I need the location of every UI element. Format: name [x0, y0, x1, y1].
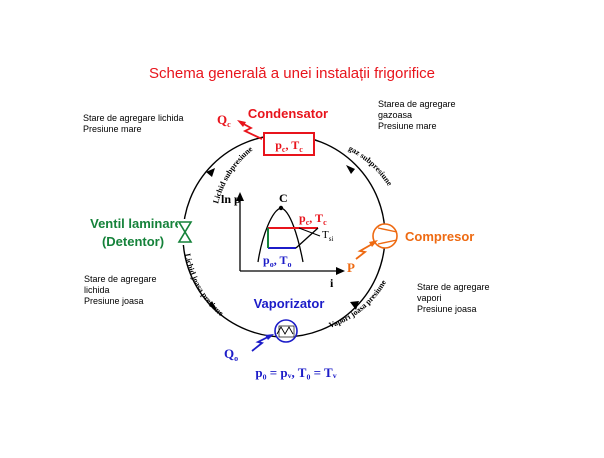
condensator-label: Condensator [248, 106, 328, 121]
compresor-power-arrow [355, 242, 375, 260]
tsi-label: Tsi [322, 229, 333, 243]
ventil-label-line2: (Detentor) [102, 234, 164, 249]
condensator-box [263, 132, 315, 156]
isotherm-line [298, 227, 321, 237]
arrow-bottom-right [350, 301, 359, 310]
svg-text:vapori: vapori [417, 293, 442, 303]
svg-text:Presiune joasa: Presiune joasa [417, 304, 477, 314]
critical-point-label: C [279, 191, 288, 205]
svg-text:Starea de agregare: Starea de agregare [378, 99, 456, 109]
state-top-left: Stare de agregare lichida Presiune mare [83, 113, 184, 134]
arc-label-top-right: gaz subpresiune [347, 144, 394, 188]
critical-point [278, 205, 284, 211]
vaporizator-label: Vaporizator [254, 296, 325, 311]
compresor: Compresor P [347, 223, 474, 275]
ventil: Ventil laminare (Detentor) [90, 216, 193, 249]
state-top-right: Starea de agregare gazoasa Presiune mare [378, 99, 456, 131]
svg-text:Presiune joasa: Presiune joasa [84, 296, 144, 306]
svg-text:gazoasa: gazoasa [378, 110, 412, 120]
lnp-y-axis-label: ln p [221, 192, 241, 206]
arrow-top-left [206, 168, 215, 177]
ventil-label-line1: Ventil laminare [90, 216, 182, 231]
lnp-i-diagram: ln p i C pc, Tc Tsi po, To [221, 191, 345, 290]
svg-text:Stare de agregare: Stare de agregare [417, 282, 490, 292]
high-pressure-label: pc, Tc [299, 211, 327, 227]
ventil-valve-icon [177, 221, 193, 243]
svg-text:lichida: lichida [84, 285, 110, 295]
state-bottom-left: Stare de agregare lichida Presiune joasa [84, 274, 157, 306]
svg-text:Stare de agregare lichida: Stare de agregare lichida [83, 113, 184, 123]
low-pressure-label: po, To [263, 253, 292, 269]
condensator-heat-arrowhead [237, 120, 246, 127]
vaporizator: Vaporizator Qo p₀ = pᵥ, T₀ = Tᵥ [224, 296, 337, 380]
lnp-x-axis-label: i [330, 276, 334, 290]
compresor-label: Compresor [405, 229, 474, 244]
vaporizator-heat-arrow [251, 335, 271, 352]
vaporizator-equation: p₀ = pᵥ, T₀ = Tᵥ [255, 365, 336, 380]
condensator-box-label: pc, Tc [275, 138, 303, 154]
compresor-icon [372, 223, 398, 249]
svg-text:Presiune mare: Presiune mare [378, 121, 437, 131]
condensator: Condensator pc, Tc Qc [217, 106, 328, 156]
condensator-heat-arrow [239, 121, 263, 140]
svg-text:Presiune mare: Presiune mare [83, 124, 142, 134]
arrow-top-right [346, 165, 355, 174]
state-bottom-right: Stare de agregare vapori Presiune joasa [417, 282, 490, 314]
vaporizator-heat-arrowhead [265, 334, 274, 340]
vaporizator-q-label: Qo [224, 346, 238, 363]
vaporizator-icon [274, 319, 298, 343]
arc-label-bottom-left: Lichid joasa presiune [183, 253, 226, 318]
compresor-p-label: P [347, 260, 355, 275]
arrow-bottom-left [209, 301, 217, 310]
compresor-power-arrowhead [369, 240, 378, 247]
compression-line [295, 227, 319, 249]
diagram-title: Schema generală a unei instalații frigor… [149, 65, 435, 82]
svg-text:Stare de agregare: Stare de agregare [84, 274, 157, 284]
condensator-q-label: Qc [217, 112, 231, 129]
